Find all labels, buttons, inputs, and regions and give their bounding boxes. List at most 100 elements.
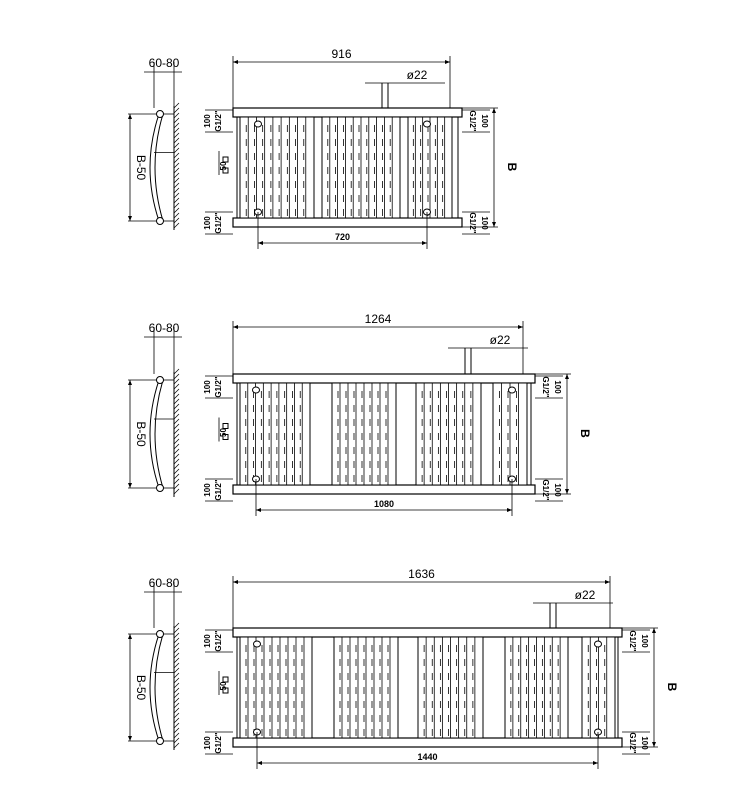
wall-hatch [173,448,180,455]
arrowhead [233,325,238,329]
pipe-diameter-label: ø22 [575,588,596,602]
thread-label-right: G1/2" [628,732,637,753]
wall-hatch [173,717,180,724]
side-view: 60-80B-50 [128,576,182,750]
bracket-height-label: B-50 [134,421,148,447]
arrowhead [593,761,598,765]
arrowhead [652,628,656,633]
tube-section [239,382,311,486]
wall-hatch [173,692,180,699]
wall-hatch [173,727,180,734]
wall-hatch [173,152,180,159]
wall-hatch [173,117,180,124]
valve-box [222,676,229,683]
wall-hatch [173,483,180,490]
wall-hatch [173,732,180,739]
tube-section-outline [239,636,313,739]
thread-label-right: G1/2" [468,110,477,131]
side-tube-inner [154,633,164,742]
arrowhead [128,634,132,639]
connection-port [254,120,262,128]
edge-offset-label-left: 100 [203,483,212,497]
wall-hatch [173,182,180,189]
height-label: B [665,683,679,692]
wall-hatch [173,393,180,400]
wall-hatch [173,102,180,109]
side-bracket-top [156,110,164,118]
arrowhead [565,374,569,379]
wall-hatch [173,463,180,470]
bracket-height-label: B-50 [134,675,148,701]
arrowhead [128,114,132,119]
wall-hatch [173,652,180,659]
arrowhead [422,241,427,245]
wall-hatch [173,197,180,204]
wall-hatch [173,702,180,709]
edge-offset-label-right: 100 [640,736,649,750]
wall-hatch [173,398,180,405]
connection-spacing-label: 720 [335,232,350,242]
wall-hatch [173,438,180,445]
side-view: 60-80B-50 [128,321,182,497]
wall-hatch [173,403,180,410]
wall-hatch [173,112,180,119]
wall-hatch [173,647,180,654]
wall-hatch [173,642,180,649]
tube-section [581,636,616,739]
arrowhead [492,108,496,113]
wall-hatch [173,413,180,420]
arrowhead [233,60,238,64]
pipe-diameter-label: ø22 [490,333,511,347]
tube-section [321,116,401,219]
connection-spacing-label: 1080 [374,499,394,509]
wall-hatch [173,632,180,639]
wall-hatch [173,468,180,475]
side-tube-outer [149,633,160,742]
edge-offset-label-right: 100 [480,216,489,230]
wall-hatch [173,122,180,129]
side-bracket-bottom [156,484,164,492]
wall-hatch [173,672,180,679]
edge-offset-label-left: 100 [203,736,212,750]
wall-hatch [173,383,180,390]
arrowhead [256,508,261,512]
wall-hatch [173,423,180,430]
arrowhead [257,761,262,765]
wall-hatch [173,368,180,375]
wall-distance-label: 60-80 [149,576,180,590]
arrowhead [445,60,450,64]
wall-hatch [173,187,180,194]
bracket-height-label: B-50 [134,155,148,181]
wall-hatch [173,418,180,425]
wall-hatch [173,737,180,744]
edge-offset-label-right: 100 [480,114,489,128]
wall-hatch [173,107,180,114]
arrowhead [233,580,238,584]
wall-hatch [173,662,180,669]
overall-width-label: 916 [331,47,351,61]
wall-hatch [173,137,180,144]
valve-box [222,167,229,174]
valve-offset-label: 50 [219,428,228,437]
wall-hatch [173,458,180,465]
wall-hatch [173,488,180,495]
wall-hatch [173,453,180,460]
side-bracket-bottom [156,737,164,745]
tube-section-outline [239,116,315,219]
bottom-header-bar [232,737,623,748]
wall-hatch [173,627,180,634]
tube-section [239,116,315,219]
connection-port [508,386,516,394]
height-label: B [505,163,519,172]
tube-section [331,382,397,486]
wall-hatch [173,428,180,435]
arrowhead [652,742,656,747]
tube-section [407,116,453,219]
wall-hatch [173,682,180,689]
top-header-bar [232,107,463,118]
bottom-header-bar [232,484,536,495]
connection-port [252,386,260,394]
